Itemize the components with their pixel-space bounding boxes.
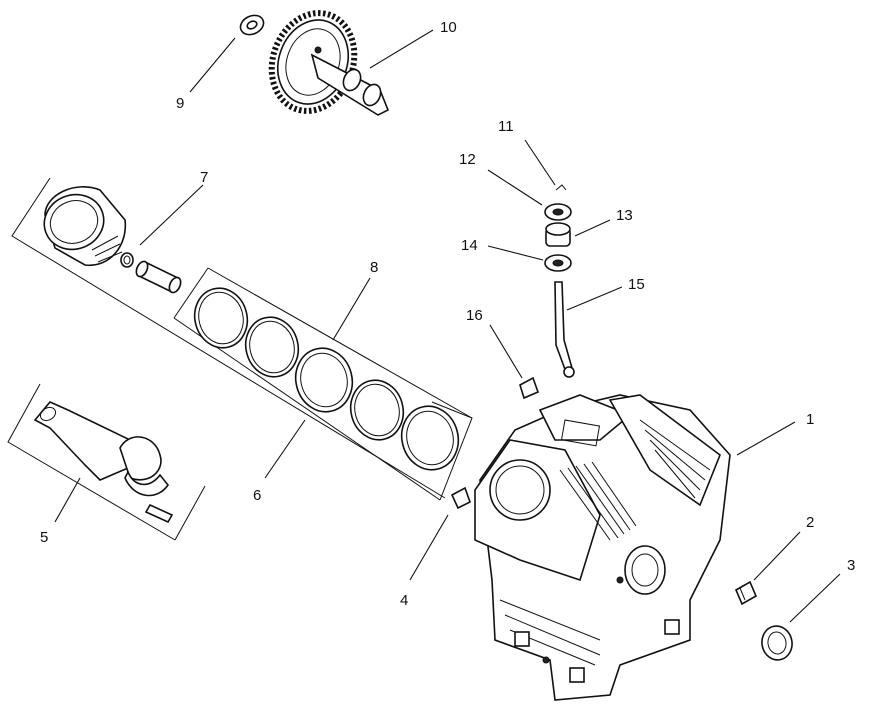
callout-labels: 1 2 3 4 5 6 7 8 9 10 11 12 13 14 15 16 <box>40 19 855 609</box>
crankcase-block <box>474 394 731 701</box>
rocker-stack <box>544 184 572 272</box>
connecting-rod-group <box>7 383 206 541</box>
callout-14: 14 <box>461 237 478 254</box>
callout-5: 5 <box>40 529 48 546</box>
drain-plug <box>734 580 758 606</box>
callout-1: 1 <box>806 411 814 428</box>
oil-seal <box>761 625 793 661</box>
callout-13: 13 <box>616 207 633 224</box>
push-rod <box>554 281 575 378</box>
piston-ring-set <box>193 287 460 471</box>
callout-15: 15 <box>628 276 645 293</box>
callout-8: 8 <box>370 259 378 276</box>
valve-lifter <box>519 376 540 400</box>
leader-lines <box>54 29 841 623</box>
camshaft-gear <box>268 10 390 116</box>
callout-9: 9 <box>176 95 184 112</box>
callout-7: 7 <box>200 169 208 186</box>
callout-11: 11 <box>498 118 514 135</box>
callout-16: 16 <box>466 307 483 324</box>
callout-12: 12 <box>459 151 476 168</box>
callout-6: 6 <box>253 487 261 504</box>
piston-pin <box>135 260 182 294</box>
piston-group-outline <box>11 177 473 501</box>
piston-pin-retainer <box>120 252 134 268</box>
callout-3: 3 <box>847 557 855 574</box>
thrust-washer <box>239 14 265 36</box>
breather-fitting <box>450 486 471 510</box>
callout-10: 10 <box>440 19 457 36</box>
callout-4: 4 <box>400 592 408 609</box>
piston <box>43 186 127 266</box>
callout-2: 2 <box>806 514 814 531</box>
